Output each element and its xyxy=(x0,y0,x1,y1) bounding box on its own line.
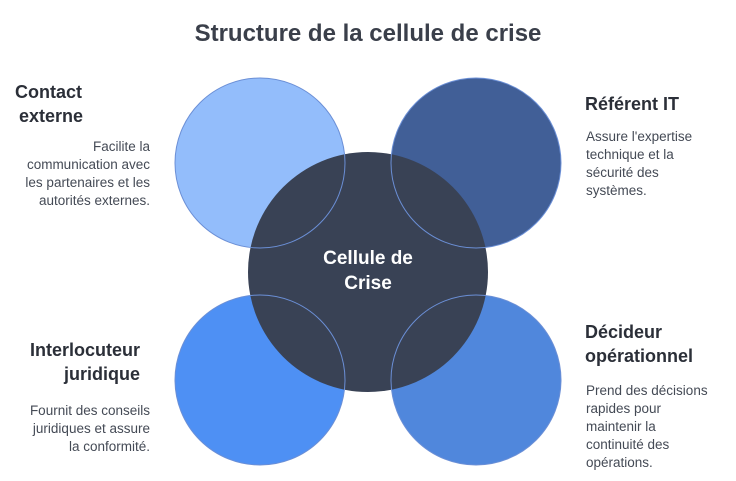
role-title-interlocuteur-juridique: Interlocuteur juridique xyxy=(29,340,140,384)
role-desc-interlocuteur-juridique: Fournit des conseils juridiques et assur… xyxy=(29,403,150,454)
circle-center xyxy=(248,152,488,392)
diagram-title: Structure de la cellule de crise xyxy=(194,20,542,47)
role-desc-contact-externe: Facilite la communication avec les parte… xyxy=(25,139,150,208)
role-title-contact-externe: Contact externe xyxy=(15,82,84,126)
role-title-decideur-operationnel: Décideur opérationnel xyxy=(585,322,694,366)
center-label: Cellule de Crise xyxy=(323,248,413,294)
overlap-outlines xyxy=(174,77,562,466)
role-desc-decideur-operationnel: Prend des décisions rapides pour mainten… xyxy=(586,383,708,470)
role-desc-referent-it: Assure l'expertise technique et la sécur… xyxy=(586,129,693,198)
role-title-referent-it: Référent IT xyxy=(585,94,680,114)
